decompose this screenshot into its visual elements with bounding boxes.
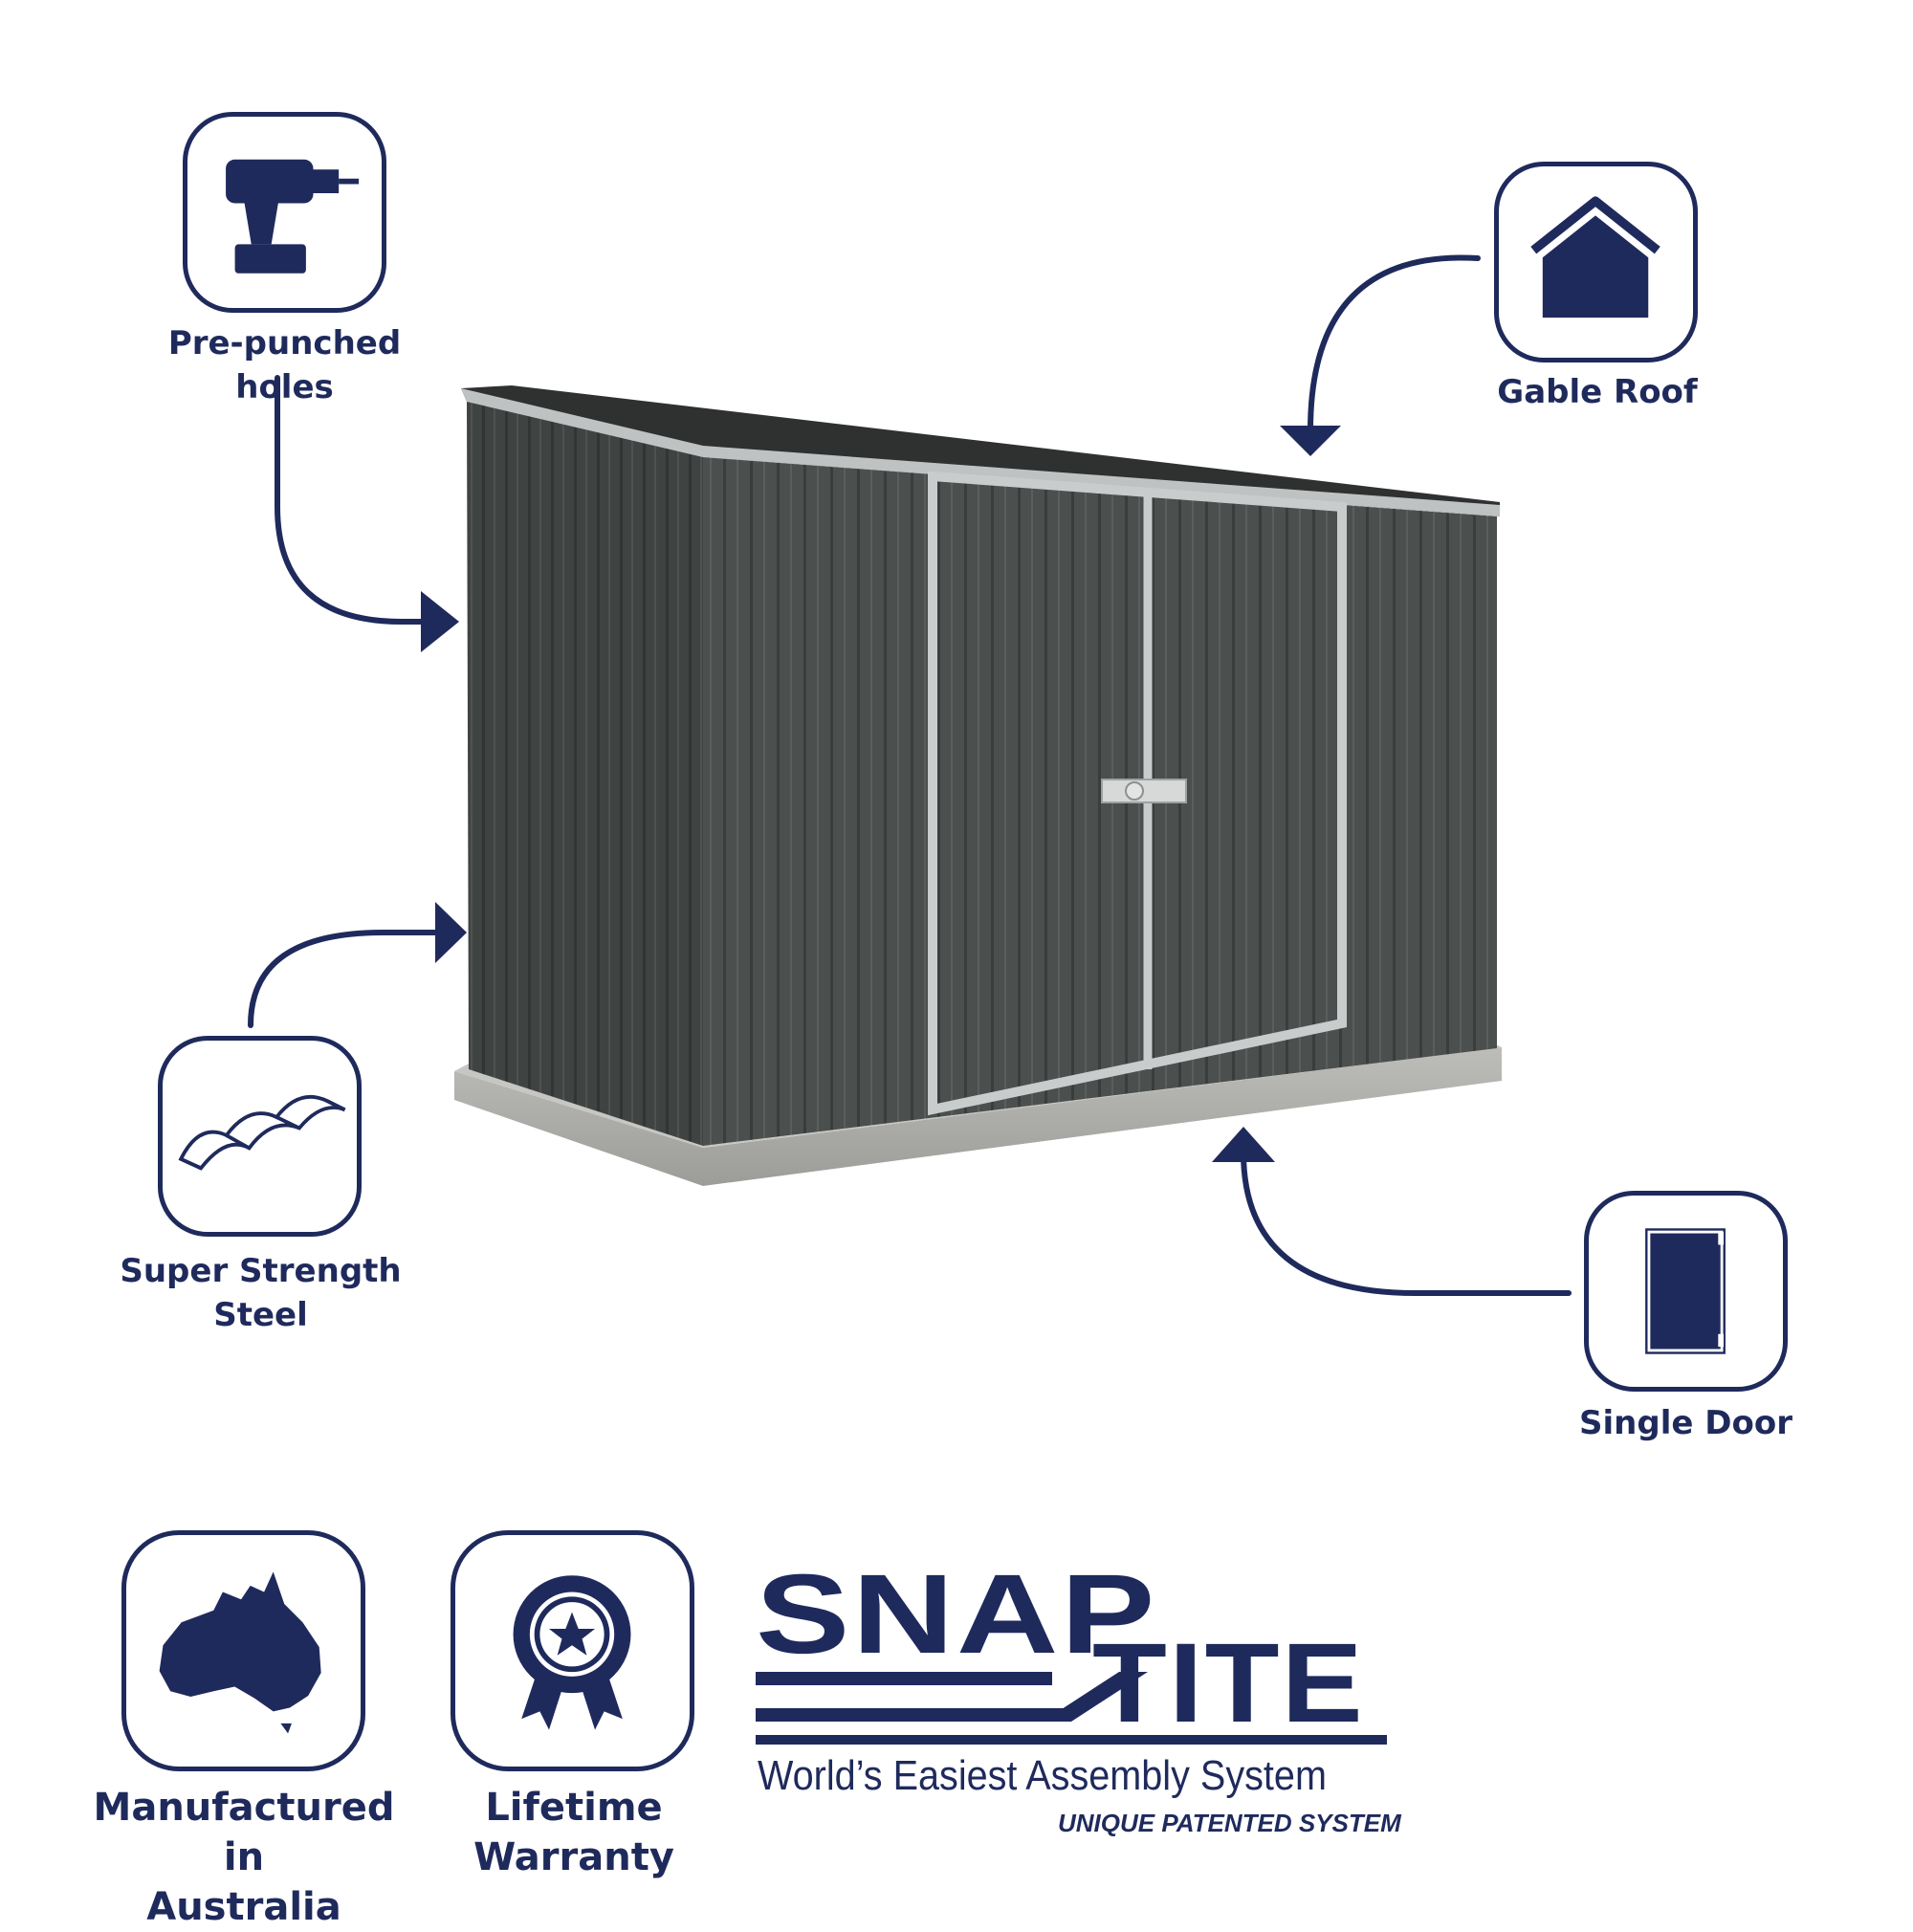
steel-label-line2: Steel — [213, 1296, 308, 1334]
logo-stripes — [756, 1672, 1387, 1745]
award-ribbon-icon — [513, 1575, 631, 1730]
warranty-label: Lifetime Warranty — [421, 1783, 727, 1882]
holes-label: Pre-punched holes — [167, 324, 402, 406]
holes-icon-box — [183, 112, 386, 313]
shed-side-wall — [467, 400, 703, 1146]
shed-roof — [461, 385, 1500, 516]
australia-map-icon — [159, 1571, 321, 1734]
steel-label-line1: Super Strength — [120, 1252, 402, 1290]
australia-icon-box — [121, 1530, 365, 1771]
warranty-icon-box — [451, 1530, 694, 1771]
shed-front-wall — [703, 457, 1497, 1146]
roof-icon-box — [1494, 162, 1698, 362]
house-icon — [1530, 196, 1660, 318]
door-icon-box — [1584, 1191, 1788, 1392]
arrow-holes — [275, 375, 438, 625]
warranty-label-line2: Warranty — [473, 1835, 674, 1879]
logo-tagline: World’s Easiest Assembly System — [758, 1752, 1327, 1799]
concrete-slab — [454, 1047, 1502, 1186]
logo-word-tite: TITE — [1092, 1620, 1365, 1746]
shed-door-frame — [928, 471, 1347, 1116]
australia-label: Manufactured in Australia — [77, 1783, 411, 1932]
warranty-label-line1: Lifetime — [485, 1786, 663, 1830]
roof-label: Gable Roof — [1497, 373, 1698, 411]
australia-label-line1: Manufactured in — [93, 1786, 395, 1879]
steel-icon-box — [158, 1036, 362, 1237]
steel-label: Super Strength Steel — [96, 1249, 426, 1337]
logo-word-snap: SNAP — [756, 1551, 1157, 1678]
arrow-roof — [1308, 254, 1481, 433]
logo-subtagline: UNIQUE PATENTED SYSTEM — [1058, 1809, 1401, 1837]
arrow-door — [1241, 1150, 1572, 1296]
corrugated-sheet-icon — [178, 1094, 346, 1171]
door-label: Single Door — [1579, 1404, 1792, 1442]
drill-icon — [226, 159, 360, 274]
door-icon — [1645, 1228, 1726, 1354]
australia-label-line2: Australia — [146, 1885, 341, 1929]
arrow-steel — [248, 930, 443, 1028]
